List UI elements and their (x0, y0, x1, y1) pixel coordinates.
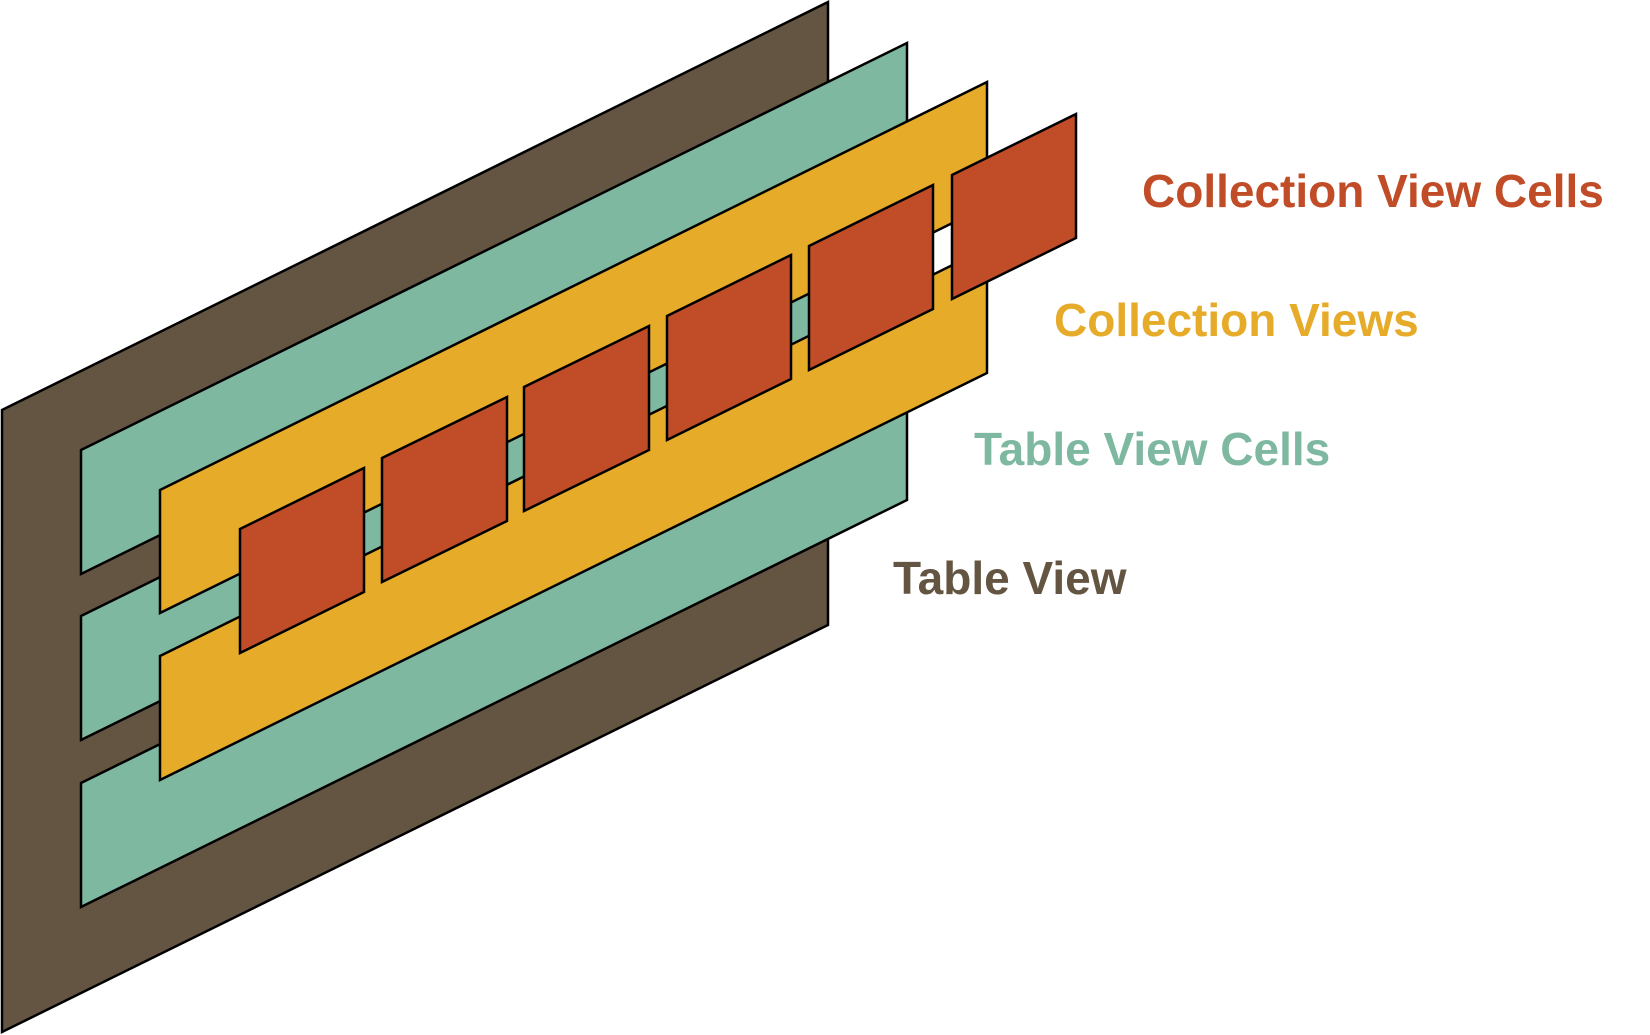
label-collection-views: Collection Views (1054, 294, 1419, 346)
collection-view-cell-6 (950, 111, 1078, 302)
collection-view-cell-1 (238, 465, 366, 656)
label-collection-view-cells: Collection View Cells (1142, 165, 1604, 217)
collection-view-cell-4 (665, 252, 793, 443)
collection-view-cell-3 (522, 323, 651, 514)
collection-view-cell-5 (807, 182, 935, 373)
collection-view-cell-2 (380, 394, 509, 585)
label-table-view-cells: Table View Cells (974, 423, 1330, 475)
label-table-view: Table View (893, 552, 1127, 604)
